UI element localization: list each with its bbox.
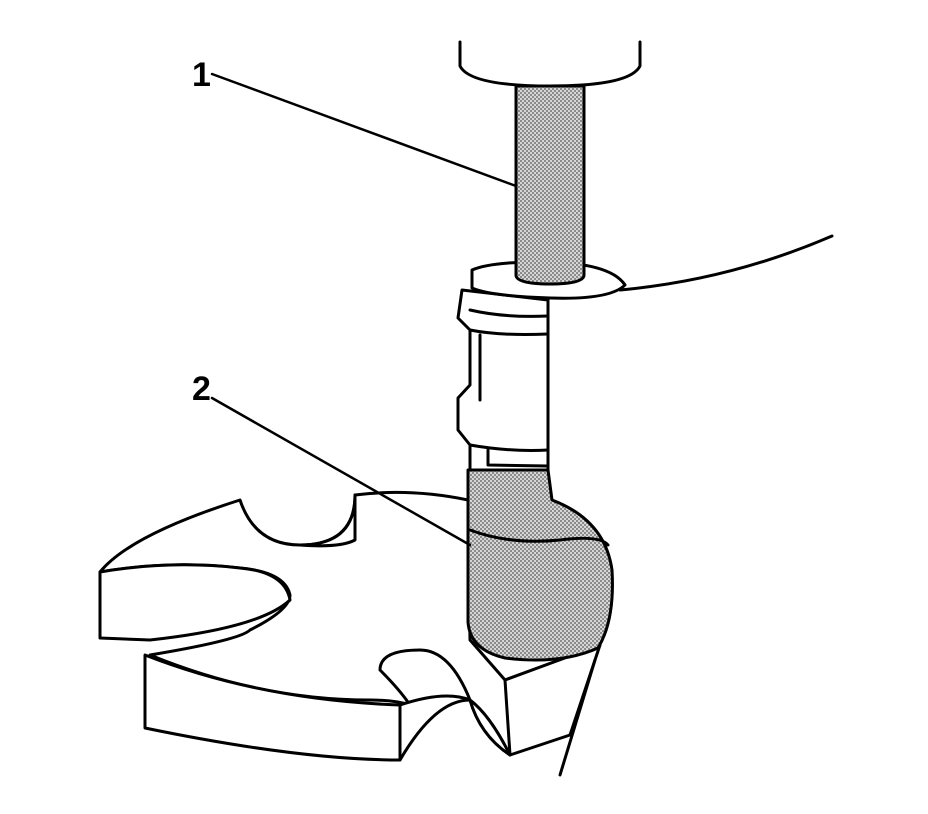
support-plate	[98, 490, 602, 777]
housing-outline	[618, 234, 834, 292]
callout-1-number: 1	[192, 56, 211, 94]
callout-2-leader	[210, 396, 472, 547]
pressed-component	[456, 260, 627, 662]
press-ram	[514, 84, 586, 286]
press-head	[458, 40, 642, 88]
callout-1-leader	[210, 72, 518, 188]
callout-2-number: 2	[192, 370, 211, 408]
